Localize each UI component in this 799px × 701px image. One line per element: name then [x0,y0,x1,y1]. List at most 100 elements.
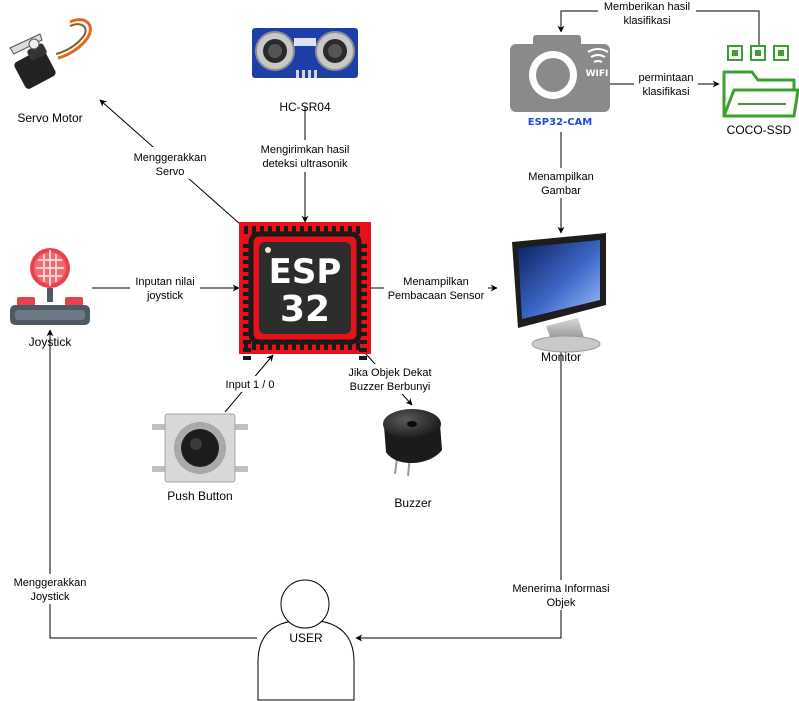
edge-label-buzzer: Jika Objek Dekat Buzzer Berbunyi [340,364,440,394]
esp32-pin [243,260,251,264]
esp32-pin [324,226,328,234]
edge-label-line: Gambar [541,185,581,197]
edge-label-display: Menampilkan Pembacaan Sensor [384,274,488,304]
esp32-pin [244,342,248,350]
esp32-pin [244,226,248,234]
user-label: USER [289,631,323,645]
edge-label-line: Memberikan hasil [604,1,690,13]
coco-ssd-node: COCO-SSD [722,45,799,137]
edge-label-servo: Menggerakkan Servo [130,147,210,179]
esp32-pin [252,226,256,234]
esp32-pin [243,252,251,256]
esp32-pin [316,342,320,350]
esp32-pin [308,342,312,350]
esp32-text-bottom: 32 [280,289,330,330]
ultrasonic-sensor-icon [252,28,358,78]
wifi-icon [587,48,609,63]
hcsr04-node: HC-SR04 [252,28,358,114]
arrow-line [355,352,562,642]
joystick-icon [10,248,90,325]
esp32-pin [332,226,336,234]
esp32-pin [300,342,304,350]
esp32-pin [243,244,251,248]
wifi-text: WIFI [586,69,609,79]
edge-label-line: klasifikasi [623,15,670,27]
esp32-pin [356,342,360,350]
esp32-pin [284,342,288,350]
edge-label-line: Menggerakkan [14,577,87,589]
user-node: USER [257,579,355,701]
esp32-pin [316,226,320,234]
esp32-text-top: ESP [269,252,342,292]
esp32-node: ESP 32 [239,222,371,360]
edge-label-joystick: Inputan nilai joystick [130,274,200,304]
edge-label-line: Menampilkan [403,276,468,288]
esp32-pin [243,316,251,320]
edge-label-line: Servo [156,166,185,178]
esp32-pin [356,226,360,234]
esp32-pin [284,226,288,234]
esp32-pin [243,324,251,328]
esp32-pin [243,340,251,344]
edge-label-line: Menerima Informasi [512,583,609,595]
esp32-pin [300,226,304,234]
esp32-pin [359,332,367,336]
push-button-node: Push Button [152,413,248,503]
esp32-pin [359,300,367,304]
esp32-pin [252,342,256,350]
esp32-pin [243,300,251,304]
servo-motor-node: Servo Motor [9,18,92,125]
esp32-pin [359,252,367,256]
esp32-pin [359,260,367,264]
push-button-icon [152,413,248,483]
esp32-pin [276,226,280,234]
edge-label-line: Menampilkan [528,171,593,183]
edge-label-user-joystick: Menggerakkan Joystick [8,574,92,604]
esp32-cam-node: WIFI ESP32-CAM [510,32,610,132]
esp32-pin [276,342,280,350]
monitor-label: Monitor [541,350,581,364]
esp32-chip [259,242,351,334]
esp32-pin [348,342,352,350]
esp32-pin [268,226,272,234]
esp32-pin [243,332,251,336]
esp32-pin [324,342,328,350]
edge-label-sensor: Mengirimkan hasil deteksi ultrasonik [250,140,360,172]
esp32-pin [308,226,312,234]
edge-label-line: Menggerakkan [134,152,207,164]
esp32-cam-label: ESP32-CAM [528,117,593,128]
edge-label-line: Inputan nilai [135,276,194,288]
buzzer-icon [383,409,442,477]
folder-icon [722,45,799,118]
esp32-pin [340,226,344,234]
esp32-pin [359,292,367,296]
user-icon [257,579,355,701]
edge-monitor-to-user [355,352,562,642]
buzzer-node: Buzzer [383,409,442,510]
edge-label-line: Pembacaan Sensor [388,290,485,302]
esp32-pins [243,226,367,360]
edge-label-button: Input 1 / 0 [222,376,278,392]
esp32-pin [359,244,367,248]
camera-icon: WIFI [510,35,610,112]
esp32-pin [359,340,367,344]
edge-label-cam-coco: permintaan klasifikasi [634,70,698,98]
esp32-pin [243,276,251,280]
edge-label-line: Mengirimkan hasil [261,144,350,156]
edge-label-line: Buzzer Berbunyi [350,381,431,393]
edge-label-line: Joystick [30,591,70,603]
edge-label-line: permintaan [638,72,693,84]
edge-label-line: joystick [146,290,184,302]
esp32-pin [243,308,251,312]
edge-label-coco-cam: Memberikan hasil klasifikasi [598,0,696,28]
edge-label-line: deteksi ultrasonik [263,158,348,170]
esp32-pin [292,342,296,350]
push-button-label: Push Button [167,489,232,503]
esp32-pin [243,284,251,288]
edge-label-cam-monitor: Menampilkan Gambar [521,168,601,198]
esp32-pin [359,268,367,272]
esp32-pin [359,348,367,352]
servo-motor-icon [9,18,92,89]
edge-label-line: Input 1 / 0 [226,379,275,391]
